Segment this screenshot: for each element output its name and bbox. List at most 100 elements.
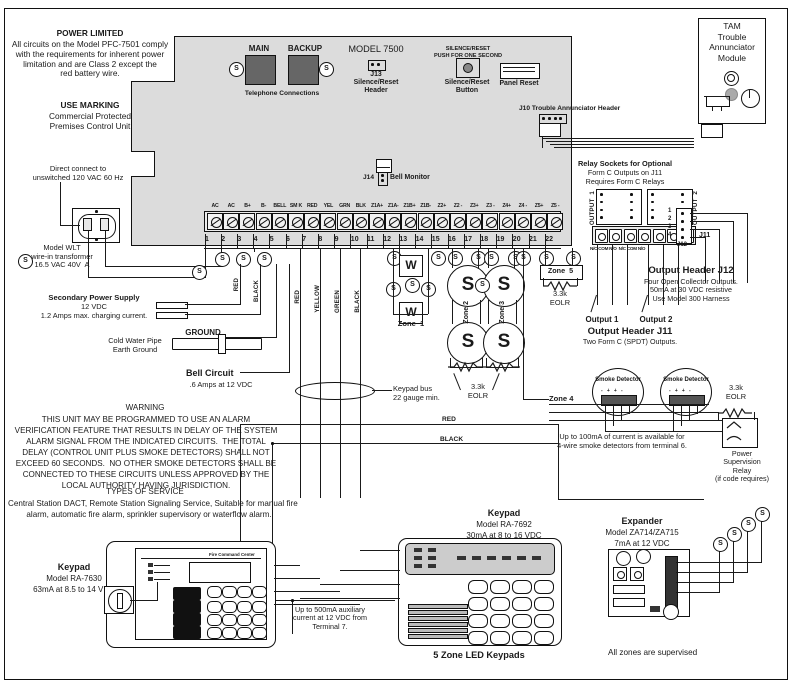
keypad-left-key-r3c3[interactable] xyxy=(237,627,252,639)
keypad-mid-key-r2c3[interactable] xyxy=(512,597,532,611)
j12-block-label: J12 xyxy=(677,242,688,248)
j11-screw-3[interactable] xyxy=(623,229,637,243)
main-phone-jack[interactable] xyxy=(245,55,276,85)
keypad-left-key-r1c4[interactable] xyxy=(252,601,267,613)
keypad-left-key-r1c1[interactable] xyxy=(207,601,222,613)
terminal-screw-22[interactable] xyxy=(547,213,564,230)
keypad-left-softkey-2[interactable] xyxy=(222,586,237,598)
terminal-screw-10[interactable] xyxy=(352,213,369,230)
terminal-screw-21[interactable] xyxy=(531,213,547,230)
terminal-screw-20[interactable] xyxy=(514,213,531,230)
backup-phone-jack[interactable] xyxy=(288,55,319,85)
terminal-screw-3[interactable] xyxy=(239,213,256,230)
xfmr-wire-2-h xyxy=(105,266,221,267)
backup-jack-label: BACKUP xyxy=(287,44,323,53)
keypad-left-key-r2c4[interactable] xyxy=(252,614,267,626)
keypad-mid-key-r4c4[interactable] xyxy=(534,631,554,645)
zone23-eolr-label: 3.3k EOLR xyxy=(467,382,489,400)
smoke-detector-1-terminals xyxy=(601,395,637,406)
screw-slot xyxy=(274,218,285,226)
relay-pin xyxy=(681,193,684,196)
keypad-left-key-r2c2[interactable] xyxy=(222,614,237,626)
keypad-mid-key-r3c2[interactable] xyxy=(490,614,510,628)
keypad-left-key-r3c1[interactable] xyxy=(207,627,222,639)
keypad-left-key-r3c4[interactable] xyxy=(252,627,267,639)
bell-monitor-box xyxy=(376,159,392,173)
keypad-mid-key-r2c1[interactable] xyxy=(468,597,488,611)
j11-screw-4[interactable] xyxy=(638,229,652,243)
keypad-mid-key-r3c1[interactable] xyxy=(468,614,488,628)
terminal-screw-7[interactable] xyxy=(304,213,321,230)
terminal-number-11: 11 xyxy=(367,236,375,243)
zone3-detector-top: S xyxy=(483,265,525,307)
direct-connect-note: Direct connect to unswitched 120 VAC 60 … xyxy=(32,164,124,182)
terminal-separator-20 xyxy=(512,234,514,248)
psr-label: Power Supervision Relay (if code require… xyxy=(715,449,769,484)
keypad-left-key-r1c2[interactable] xyxy=(222,601,237,613)
expander-wire-2 xyxy=(676,572,747,573)
zone2-mid-r xyxy=(480,300,481,324)
terminal-screw-19[interactable] xyxy=(498,213,515,230)
terminal-screw-9[interactable] xyxy=(336,213,353,230)
keypad-mid-bus-1 xyxy=(360,550,400,551)
expander-pot-2[interactable] xyxy=(636,549,651,564)
relay-pin xyxy=(651,193,654,196)
terminal-screw-4[interactable] xyxy=(255,213,272,230)
expander-pot-1[interactable] xyxy=(616,551,631,566)
keypad-left-function-key-2[interactable] xyxy=(173,600,201,613)
j11-screw-1[interactable] xyxy=(595,229,608,243)
terminal-screw-18[interactable] xyxy=(482,213,499,230)
keypad-mid-key-r3c3[interactable] xyxy=(512,614,532,628)
relay-pin xyxy=(651,200,654,204)
expander-dip-switch[interactable] xyxy=(650,606,660,612)
terminal-number-5: 5 xyxy=(269,236,274,243)
keypad-mid-key-r4c1[interactable] xyxy=(468,631,488,645)
keypad-mid-key-r1c1[interactable] xyxy=(468,580,488,594)
keypad-left-function-key-1[interactable] xyxy=(173,587,201,600)
terminal-screw-11[interactable] xyxy=(369,213,385,230)
keypad-mid-key-r4c3[interactable] xyxy=(512,631,532,645)
smoke-detector-2-label: Smoke Detector xyxy=(663,377,709,383)
terminal-number-8: 8 xyxy=(318,236,323,243)
panel-model-label: MODEL 7500 xyxy=(348,44,404,54)
keypad-left-key-r2c3[interactable] xyxy=(237,614,252,626)
terminal-screw-5[interactable] xyxy=(271,213,288,230)
zone2-bot-r xyxy=(482,358,483,368)
keypad-left-softkey-3[interactable] xyxy=(237,586,252,598)
keypad-left-function-key-4[interactable] xyxy=(173,626,201,639)
ac-feed-wire-horiz xyxy=(60,225,80,226)
terminal-screw-2[interactable] xyxy=(223,213,240,230)
keypad-left-key-r3c2[interactable] xyxy=(222,627,237,639)
terminal-screw-1[interactable] xyxy=(207,213,223,230)
expander-ic-2 xyxy=(613,598,645,607)
keypad-mid-key-r2c2[interactable] xyxy=(490,597,510,611)
terminal-screw-17[interactable] xyxy=(466,213,483,230)
terminal-screw-8[interactable] xyxy=(320,213,337,230)
keypad-mid-key-r3c4[interactable] xyxy=(534,614,554,628)
terminal-screw-6[interactable] xyxy=(288,213,304,230)
keypad-left-key-r2c1[interactable] xyxy=(207,614,222,626)
keypad-mid-key-r1c3[interactable] xyxy=(512,580,532,594)
zone5-box xyxy=(540,265,583,280)
terminal-screw-13[interactable] xyxy=(401,213,418,230)
keypad-left-softkey-1[interactable] xyxy=(207,586,222,598)
keypad-mid-key-r4c2[interactable] xyxy=(490,631,510,645)
keypad-mid-key-r1c2[interactable] xyxy=(490,580,510,594)
warning-title: WARNING xyxy=(125,403,165,412)
keypad-left-function-key-3[interactable] xyxy=(173,613,201,626)
keypad-left-key-r1c3[interactable] xyxy=(237,601,252,613)
j11-screw-2[interactable] xyxy=(609,229,623,243)
keypad-mid-key-r1c4[interactable] xyxy=(534,580,554,594)
keypad-left-softkey-4[interactable] xyxy=(252,586,267,598)
tam-wire-4 xyxy=(554,147,694,148)
keypad-mid-key-r2c4[interactable] xyxy=(534,597,554,611)
j12-header[interactable] xyxy=(676,208,692,244)
bus-black-wire xyxy=(360,248,361,498)
terminal-screw-12[interactable] xyxy=(385,213,402,230)
terminal-screw-14[interactable] xyxy=(417,213,434,230)
bell-circuit-title: Bell Circuit xyxy=(186,368,234,378)
zone2-mid-l xyxy=(452,300,453,324)
terminal-screw-15[interactable] xyxy=(433,213,450,230)
j11-screw-5[interactable] xyxy=(652,229,666,243)
terminal-screw-16[interactable] xyxy=(450,213,466,230)
